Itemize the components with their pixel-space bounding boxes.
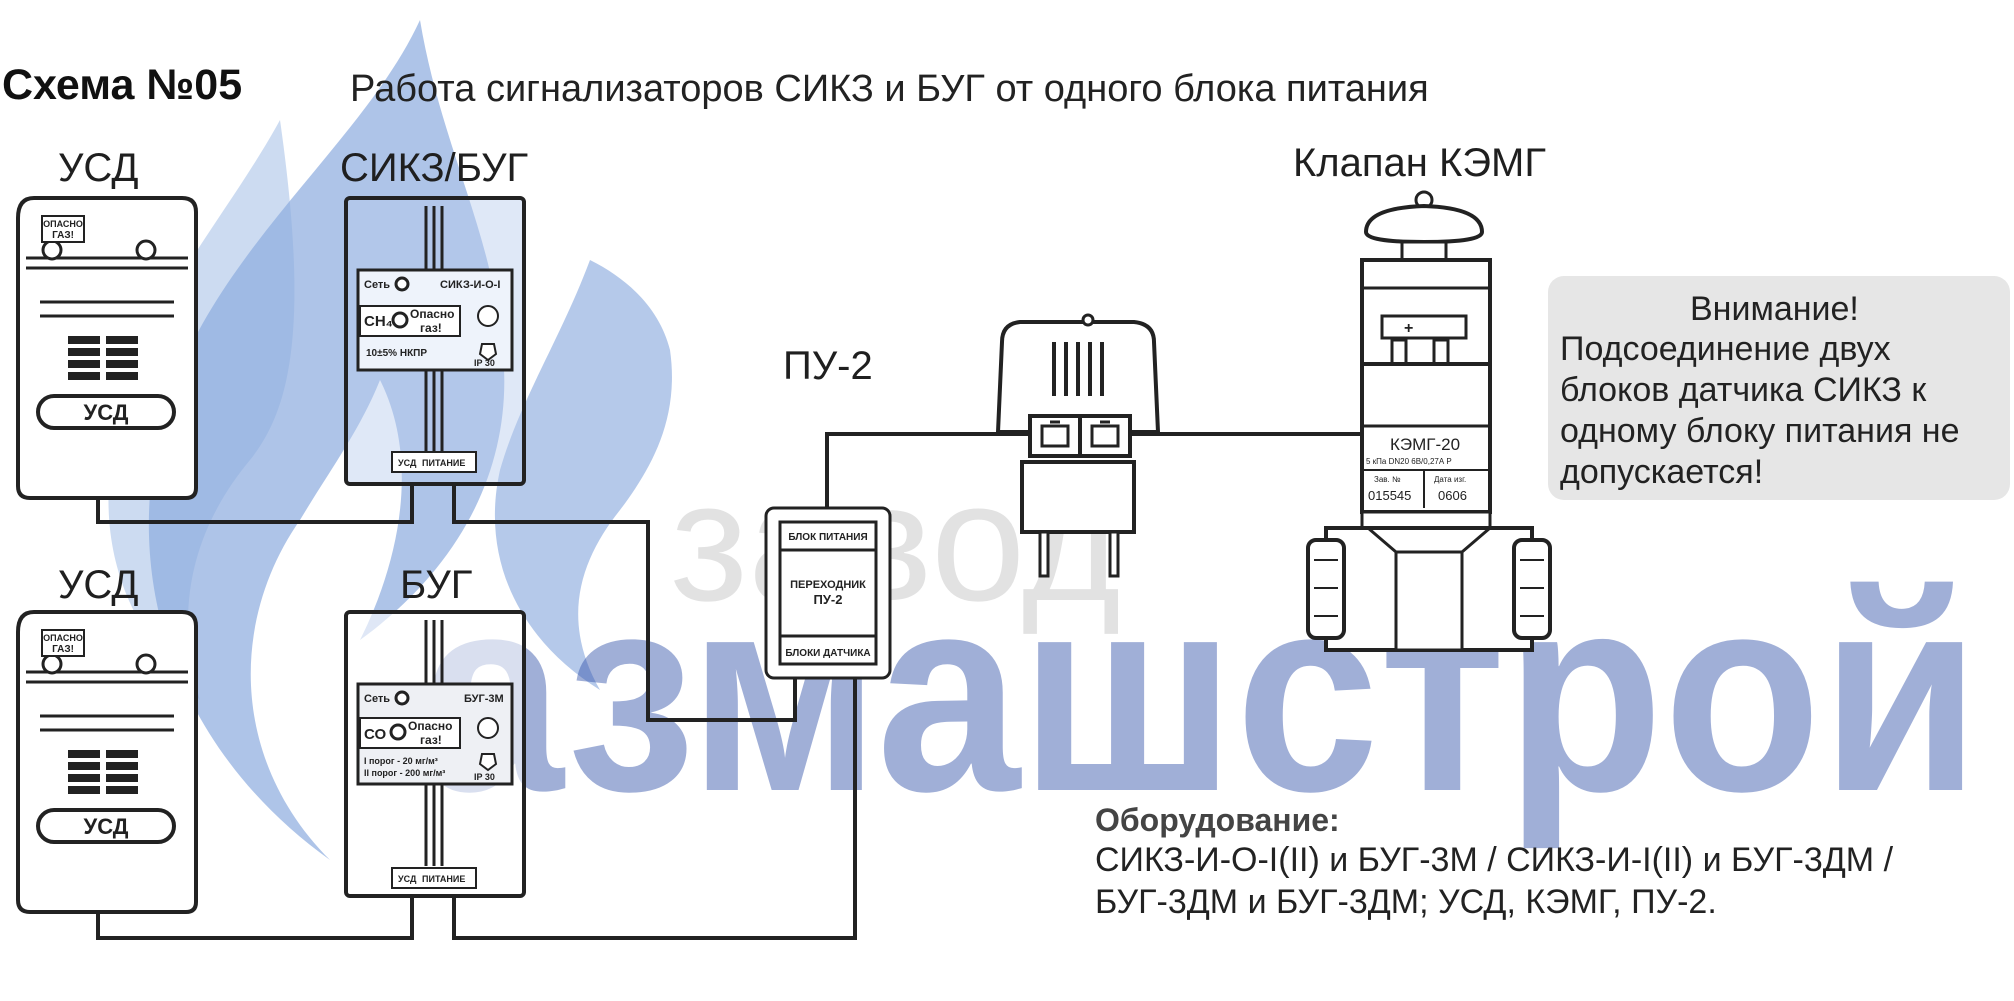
usd-top-danger-1: ОПАСНО (43, 219, 83, 229)
warning-heading: Внимание! (1690, 290, 1859, 328)
wire-pu2-to-psu (825, 432, 1040, 510)
wire-sikz-to-bug (452, 484, 797, 722)
pu2-bottom-label: БЛОКИ ДАТЧИКА (785, 648, 870, 659)
pu2-middle-label-1: ПЕРЕХОДНИК (790, 579, 866, 591)
label-sikz-bug: СИКЗ/БУГ (340, 146, 529, 190)
pu2-adapter: БЛОК ПИТАНИЯ ПЕРЕХОДНИК ПУ-2 БЛОКИ ДАТЧИ… (764, 506, 892, 680)
wire-bug-to-pu2 (452, 660, 857, 940)
bug-threshold-1: I порог - 20 мг/м³ (364, 756, 438, 766)
warning-line-1: Подсоединение двух (1560, 330, 1891, 368)
label-bug: БУГ (400, 563, 473, 607)
sikz-threshold: 10±5% НКПР (366, 348, 427, 359)
sikz-ip: IP 30 (474, 358, 495, 368)
valve-date: 0606 (1438, 488, 1467, 503)
sikz-danger: Опасно (410, 307, 455, 321)
warning-line-4: допускается! (1560, 453, 1764, 491)
bug-model: БУГ-3М (464, 693, 504, 705)
valve-serial: 015545 (1368, 488, 1411, 503)
bug-danger: Опасно (408, 719, 453, 733)
equipment-line-2: БУГ-3ДМ и БУГ-3ДМ; УСД, КЭМГ, ПУ-2. (1095, 883, 1717, 921)
valve-serial-label: Зав. № (1374, 475, 1401, 484)
usd-device-bottom: ОПАСНО ГАЗ! УСД (16, 610, 198, 914)
valve-plus: + (1404, 320, 1413, 337)
watermark-brand: азмашстрой (420, 538, 1980, 851)
equipment-heading: Оборудование: (1095, 802, 1340, 838)
usd-top-plate: УСД (84, 400, 129, 425)
valve-kemg: + КЭМГ-20 5 кПа DN20 6В/0,27А Р Зав. № 0… (1306, 190, 1552, 652)
warning-line-2: блоков датчика СИКЗ к (1560, 371, 1927, 409)
label-valve: Клапан КЭМГ (1293, 141, 1547, 185)
bug-gas: СО (364, 726, 386, 743)
sikz-gas: CH₄ (364, 313, 393, 330)
usd-device-top: ОПАСНО ГАЗ! УСД (16, 196, 198, 500)
scheme-number: Схема №05 (2, 61, 243, 109)
flame-watermark-inner (494, 260, 672, 690)
bug-port-power: ПИТАНИЕ (422, 874, 465, 884)
usd-bottom-danger-1: ОПАСНО (43, 633, 83, 643)
label-usd-top: УСД (58, 146, 139, 190)
sikz-port-power: ПИТАНИЕ (422, 458, 465, 468)
valve-date-label: Дата изг. (1434, 475, 1466, 484)
usd-top-danger-2: ГАЗ! (52, 230, 74, 241)
equipment-line-1: СИКЗ-И-О-I(II) и БУГ-3М / СИКЗ-И-I(II) и… (1095, 841, 1894, 879)
scheme-title: Работа сигнализаторов СИКЗ и БУГ от одно… (350, 68, 1429, 110)
label-pu2: ПУ-2 (783, 344, 873, 388)
power-supply-unit (995, 313, 1161, 578)
flame-watermark (148, 20, 505, 860)
bug-port-usd: УСД (398, 874, 417, 884)
wire-usd-bottom-to-bug (96, 896, 414, 940)
bug-danger2: газ! (420, 733, 442, 747)
label-usd-bottom: УСД (58, 563, 139, 607)
valve-model: КЭМГ-20 (1390, 435, 1460, 454)
sikz-network: Сеть (364, 279, 390, 291)
pu2-top-label: БЛОК ПИТАНИЯ (788, 532, 867, 543)
pu2-middle-label-2: ПУ-2 (814, 592, 843, 607)
sikz-model: СИКЗ-И-О-I (440, 279, 500, 291)
bug-threshold-2: II порог - 200 мг/м³ (364, 768, 445, 778)
sikz-device: Сеть СИКЗ-И-О-I CH₄ Опасно газ! IP 30 10… (344, 196, 526, 486)
bug-device: Сеть БУГ-3М СО Опасно газ! IP 30 I порог… (344, 610, 526, 898)
sikz-danger2: газ! (420, 321, 442, 335)
valve-specs: 5 кПа DN20 6В/0,27А Р (1366, 457, 1452, 466)
warning-line-3: одному блоку питания не (1560, 412, 1960, 450)
sikz-port-usd: УСД (398, 458, 417, 468)
warning-box (1548, 276, 2010, 500)
usd-bottom-plate: УСД (84, 814, 129, 839)
bug-network: Сеть (364, 693, 390, 705)
usd-bottom-danger-2: ГАЗ! (52, 644, 74, 655)
flame-watermark-left (108, 120, 295, 700)
bug-ip: IP 30 (474, 772, 495, 782)
wire-usd-top-to-sikz (96, 484, 414, 524)
